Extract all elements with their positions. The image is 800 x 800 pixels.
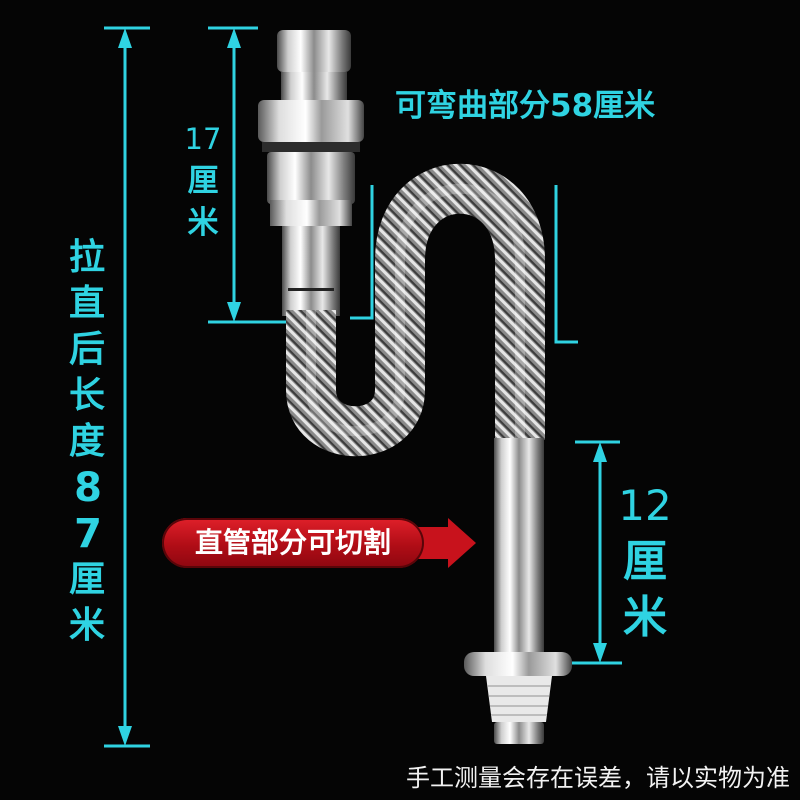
pipe-top-cap [277, 30, 351, 72]
cuttable-badge: 直管部分可切割 [162, 518, 424, 568]
bottom-section-unit: 厘米 [623, 536, 667, 643]
pipe-bottom-straight [494, 438, 544, 660]
top-section-number: 17 [184, 122, 222, 156]
top-section-label: 17 厘米 [178, 118, 228, 244]
flexible-hose [286, 163, 545, 457]
bottom-section-number: 12 [618, 481, 672, 530]
pipe-bottom-flange [464, 652, 572, 676]
pipe-nut [258, 100, 364, 142]
measurement-disclaimer: 手工测量会存在误差，请以实物为准 [406, 764, 790, 792]
dimension-lines [104, 26, 622, 748]
total-length-unit: 厘米 [68, 559, 105, 646]
pipe-top-straight [282, 226, 340, 316]
drain-pipe [258, 30, 572, 744]
total-length-number: 87 [74, 465, 102, 557]
pipe-seal [486, 676, 552, 722]
bottom-section-label: 12 厘米 [615, 478, 675, 646]
flex-bracket [350, 185, 374, 320]
flexible-part-label: 可弯曲部分58厘米 [395, 88, 656, 124]
total-length-label: 拉直后长度 87 厘米 [62, 235, 112, 649]
top-section-unit: 厘米 [187, 163, 219, 241]
cuttable-badge-text: 直管部分可切割 [194, 526, 391, 559]
cut-arrow-icon [418, 518, 476, 568]
total-length-text: 拉直后长度 [68, 237, 105, 462]
